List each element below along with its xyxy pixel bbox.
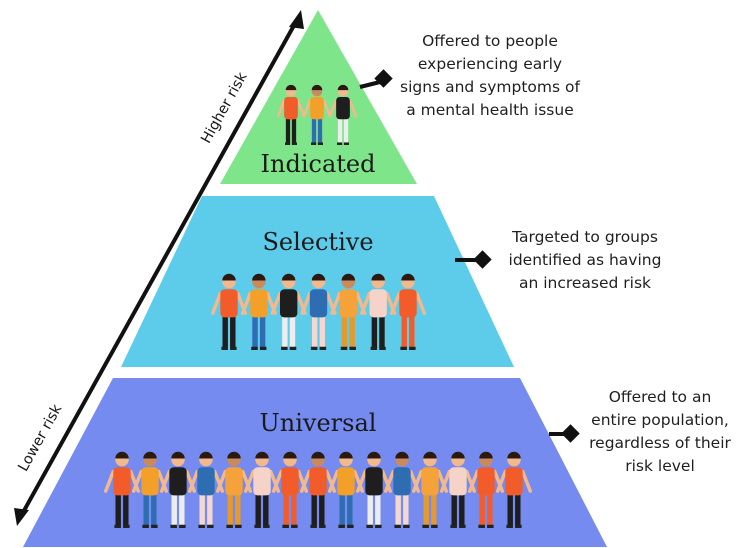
description-line: an increased risk (518, 274, 652, 292)
connector-diamond (374, 69, 393, 88)
higher-risk-label: Higher risk (198, 69, 251, 146)
description-line: experiencing early (417, 55, 563, 73)
lower-risk-label: Lower risk (16, 401, 66, 474)
person-figure (495, 451, 533, 528)
description-line: a mental health issue (406, 101, 574, 119)
description-selective: Targeted to groups identified as having … (490, 226, 680, 295)
person-figure (271, 451, 309, 528)
description-line: Offered to an (608, 388, 712, 406)
tier-indicated-title: Indicated (261, 150, 376, 178)
people-group-indicated (276, 84, 358, 145)
callout-connector-universal (549, 424, 580, 443)
person-figure (131, 451, 169, 528)
risk-axis-arrowhead-top (289, 10, 304, 29)
person-figure (467, 451, 505, 528)
connector-diamond (473, 250, 492, 269)
person-figure (355, 451, 393, 528)
callout-connector-selective (455, 250, 492, 269)
tier-universal-title: Universal (260, 409, 377, 437)
description-line: identified as having (508, 251, 662, 269)
person-figure (103, 451, 141, 528)
person-figure (383, 451, 421, 528)
connector-diamond (561, 424, 580, 443)
person-figure (360, 273, 397, 350)
description-indicated: Offered to people experiencing early sig… (385, 30, 595, 122)
person-figure (243, 451, 281, 528)
tier-selective: Selective (121, 196, 514, 367)
person-figure (389, 273, 427, 350)
tier-indicated: Indicated (220, 10, 417, 184)
tier-selective-title: Selective (262, 228, 373, 256)
person-figure (300, 273, 337, 350)
risk-axis-line (19, 19, 299, 517)
callout-connector-indicated (359, 69, 393, 89)
person-figure (299, 451, 337, 528)
people-group-universal (103, 451, 533, 528)
tier-universal: Universal (23, 378, 607, 547)
person-figure (411, 451, 449, 528)
description-line: regardless of their (589, 434, 731, 452)
description-line: entire population, (591, 411, 729, 429)
person-figure (327, 451, 365, 528)
description-line: Offered to people (422, 32, 558, 50)
risk-axis-arrowhead-bottom (14, 508, 29, 526)
person-figure (270, 273, 307, 350)
description-line: signs and symptoms of (400, 78, 580, 96)
people-group-selective (210, 273, 427, 350)
description-universal: Offered to an entire population, regardl… (580, 386, 740, 478)
person-figure (328, 84, 358, 145)
person-figure (210, 273, 248, 350)
person-figure (302, 84, 332, 145)
person-figure (276, 84, 306, 145)
person-figure (215, 451, 253, 528)
person-figure (187, 451, 225, 528)
description-line: risk level (625, 457, 695, 475)
person-figure (439, 451, 477, 528)
person-figure (159, 451, 197, 528)
description-line: Targeted to groups (512, 228, 658, 246)
